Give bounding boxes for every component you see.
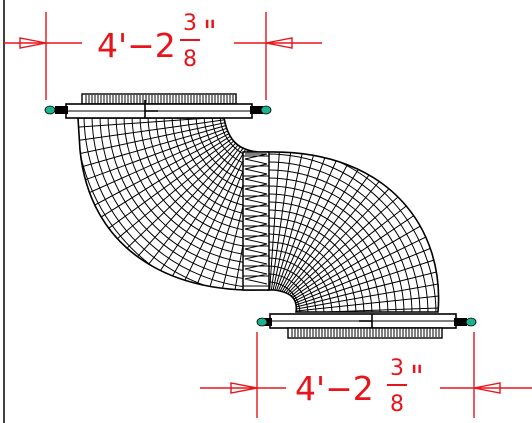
bolt-end-left-top (44, 105, 56, 115)
bolt-end-left-bottom (256, 317, 268, 327)
bolt-end-right-top (260, 105, 272, 115)
bolt-left-top (55, 106, 68, 114)
dimension-top-denominator: 8 (183, 47, 197, 72)
pipe-center-bellows (242, 151, 270, 291)
arrow-top-left (19, 37, 47, 49)
flange-top-hub (81, 93, 237, 105)
bolt-end-right-bottom (465, 317, 477, 327)
dimension-top-inch-mark: " (203, 15, 217, 50)
arrow-top-right (265, 37, 293, 49)
pipe-lower-elbow (267, 151, 440, 313)
bolt-right-bottom (454, 318, 467, 326)
dimension-top-numerator: 3 (183, 11, 197, 36)
dimension-text-bottom: 4'−2 3 8 " (295, 356, 424, 417)
bolt-right-top (250, 106, 263, 114)
dimension-bottom-numerator: 3 (390, 356, 404, 381)
dimension-top-feet: 4'−2 (97, 26, 176, 65)
flange-bottom (256, 313, 477, 339)
dimension-bottom (200, 332, 532, 418)
arrow-bottom-left (230, 382, 258, 394)
dimension-top (4, 12, 322, 100)
dimension-bottom-feet: 4'−2 (295, 369, 374, 408)
pipe-upper-elbow (77, 117, 269, 291)
flange-bottom-hub (287, 327, 443, 339)
flange-top (44, 93, 272, 119)
dimension-bottom-inch-mark: " (410, 360, 424, 395)
arrow-bottom-right (473, 382, 501, 394)
dimension-text-top: 4'−2 3 8 " (97, 11, 217, 72)
dimension-bottom-denominator: 8 (390, 392, 404, 417)
